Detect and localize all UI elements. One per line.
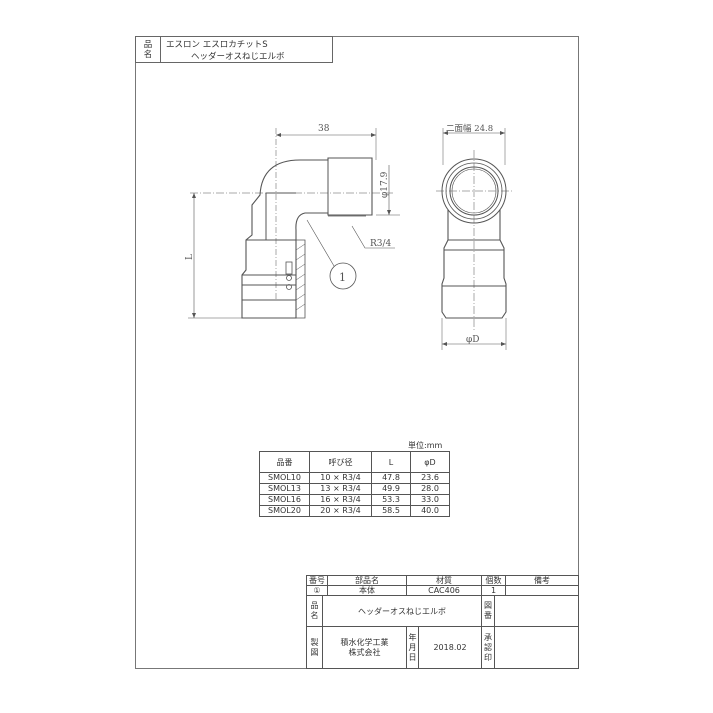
approval-label-char: 認 xyxy=(484,642,492,652)
cell-diameter: 33.0 xyxy=(410,494,450,506)
table-row: SMOL16 16 × R3/4 53.3 33.0 xyxy=(259,494,450,506)
unit-label: 単位:mm xyxy=(408,441,443,450)
spec-table: 品番 呼び径 L φD SMOL10 10 × R3/4 47.8 23.6 S… xyxy=(259,451,450,517)
dim-width-label: 38 xyxy=(318,124,330,134)
title-block: 番号 部品名 材質 個数 備考 ① 本体 CAC406 1 品 名 ヘッダーオス… xyxy=(306,575,579,669)
header-label-char: 名 xyxy=(143,49,153,60)
company-name: 積水化学工業 株式会社 xyxy=(322,626,407,669)
cell-nominal: 10 × R3/4 xyxy=(309,472,372,484)
cell-length: 49.9 xyxy=(371,483,411,495)
dim-length-label: L xyxy=(185,254,195,260)
name-label-char: 品 xyxy=(310,601,319,610)
product-name: ヘッダーオスねじエルボ xyxy=(322,595,482,627)
header-product-name: ヘッダーオスねじエルボ xyxy=(191,52,285,62)
cell-part-no: SMOL10 xyxy=(259,472,310,484)
cell-length: 58.5 xyxy=(371,505,411,517)
thread-label: R3/4 xyxy=(370,239,392,249)
spec-table-header: 品番 呼び径 L φD xyxy=(259,451,450,473)
drafted-label-char: 製 xyxy=(310,637,319,647)
cell-nominal: 16 × R3/4 xyxy=(309,494,372,506)
cell-diameter: 28.0 xyxy=(410,483,450,495)
date-label-char: 月 xyxy=(408,642,417,652)
header-series-name: エスロン エスロカチットS xyxy=(166,40,268,50)
cell-nominal: 20 × R3/4 xyxy=(309,505,372,517)
part-balloon-label: 1 xyxy=(339,271,346,284)
approval-label-char: 承 xyxy=(484,632,492,642)
date-label-char: 日 xyxy=(408,652,417,662)
outer-dia-label: φD xyxy=(466,335,480,345)
header-label: 品 名 xyxy=(136,37,161,62)
name-label-char: 名 xyxy=(310,611,319,620)
cell-nominal: 13 × R3/4 xyxy=(309,483,372,495)
name-label: 品 名 xyxy=(306,595,323,627)
header-label-char: 品 xyxy=(143,39,153,50)
dim-thread-dia-label: φ17.9 xyxy=(380,171,390,198)
date-value: 2018.02 xyxy=(418,626,482,669)
company-line: 株式会社 xyxy=(348,647,381,657)
company-line: 積水化学工業 xyxy=(340,637,389,647)
approval-label: 承 認 印 xyxy=(481,626,495,669)
drawing-no-label-char: 番 xyxy=(484,611,492,620)
drafted-label: 製 図 xyxy=(306,626,323,669)
drawing-no-label: 図 番 xyxy=(481,595,495,627)
cell-diameter: 23.6 xyxy=(410,472,450,484)
table-row: SMOL20 20 × R3/4 58.5 40.0 xyxy=(259,505,450,517)
header-nominal: 呼び径 xyxy=(309,451,372,473)
cell-part-no: SMOL16 xyxy=(259,494,310,506)
drafted-label-char: 図 xyxy=(310,647,319,657)
header-title-box: 品 名 エスロン エスロカチットS ヘッダーオスねじエルボ xyxy=(135,36,333,63)
header-length: L xyxy=(371,451,411,473)
header-part-no: 品番 xyxy=(259,451,310,473)
table-row: SMOL13 13 × R3/4 49.9 28.0 xyxy=(259,483,450,495)
cell-length: 47.8 xyxy=(371,472,411,484)
cell-diameter: 40.0 xyxy=(410,505,450,517)
date-label-char: 年 xyxy=(408,632,417,642)
across-flats-label: 二面幅 24.8 xyxy=(446,123,493,134)
approval-stamp xyxy=(494,626,579,669)
cell-part-no: SMOL20 xyxy=(259,505,310,517)
cell-length: 53.3 xyxy=(371,494,411,506)
table-row: SMOL10 10 × R3/4 47.8 23.6 xyxy=(259,472,450,484)
header-diameter: φD xyxy=(410,451,450,473)
drawing-no xyxy=(494,595,579,627)
cell-part-no: SMOL13 xyxy=(259,483,310,495)
drawing-no-label-char: 図 xyxy=(484,601,492,610)
approval-label-char: 印 xyxy=(484,652,492,662)
